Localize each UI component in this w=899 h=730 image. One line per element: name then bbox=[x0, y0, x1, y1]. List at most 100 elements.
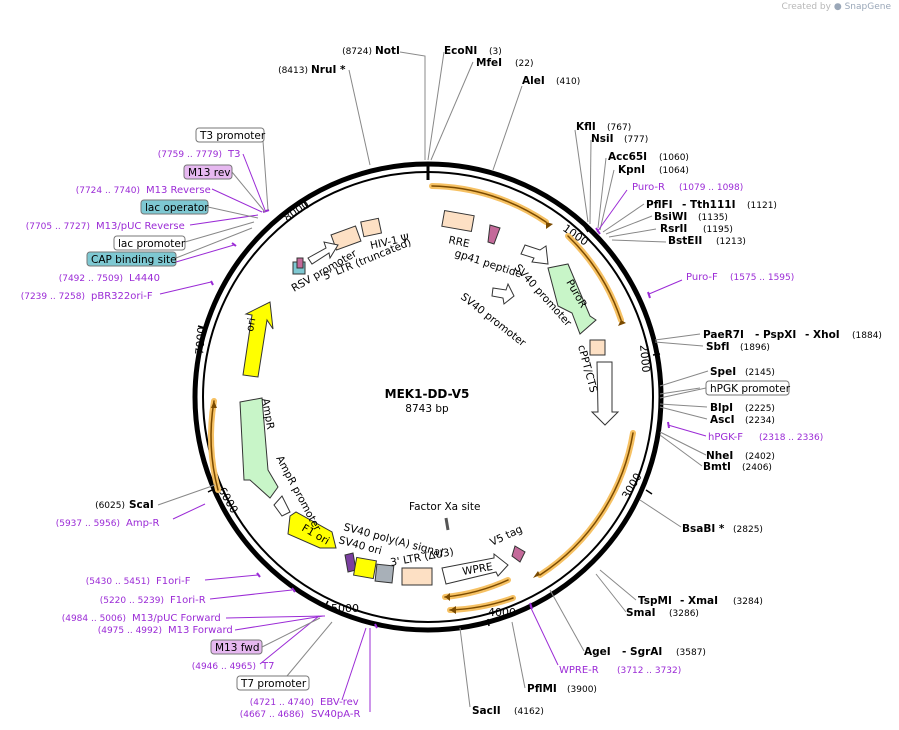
feature-label-wpre: WPRE bbox=[461, 561, 493, 578]
enzyme-pos-xmai: (3284) bbox=[733, 597, 763, 607]
enzyme-bmti: BmtI bbox=[703, 461, 731, 473]
enzyme-paer7i: PaeR7I bbox=[703, 329, 744, 341]
enzyme-pflmi: PflMI bbox=[527, 683, 557, 695]
primer-labels: Puro-R (1079 .. 1098) Puro-F (1575 .. 15… bbox=[21, 149, 824, 720]
enzyme-pos-pflmi: (3900) bbox=[567, 685, 597, 695]
primer-wpre-r: WPRE-R bbox=[559, 665, 599, 676]
enzyme-mfei: MfeI bbox=[476, 57, 502, 69]
enzyme-kpni: KpnI bbox=[618, 164, 645, 176]
enzyme-pos-alei: (410) bbox=[556, 77, 580, 87]
enzyme-pos-kpni: (1064) bbox=[659, 166, 689, 176]
enzyme-pos-econi: (3) bbox=[489, 47, 502, 57]
enzyme-spei: SpeI bbox=[710, 366, 736, 378]
primer-m13-puc-forward: M13/pUC Forward bbox=[132, 613, 221, 624]
enzyme-pos-scai: (6025) bbox=[95, 501, 125, 511]
feature-label-ampr: AmpR bbox=[259, 397, 276, 430]
primer-pbr322ori-f: pBR322ori-F bbox=[91, 291, 153, 302]
primer-amp-r: Amp-R bbox=[126, 518, 160, 529]
primer-pos-t7: (4946 .. 4965) bbox=[192, 662, 256, 672]
enzyme-blpi: BlpI bbox=[710, 402, 733, 414]
box-lac-operator: lac operator bbox=[145, 202, 209, 214]
box-lac-promoter: lac promoter bbox=[118, 238, 186, 250]
enzyme-pos-kfli: (767) bbox=[607, 123, 631, 133]
enzyme-pos-spei: (2145) bbox=[745, 368, 775, 378]
primer-pos-t3: (7759 .. 7779) bbox=[158, 150, 222, 160]
enzyme-pos-rsrii: (1195) bbox=[703, 225, 733, 235]
enzyme-nsii: NsiI bbox=[591, 133, 614, 145]
tick-label-4000: 4000 bbox=[488, 606, 516, 619]
enzyme-kfli: KflI bbox=[576, 121, 596, 133]
primer-marks bbox=[210, 209, 670, 629]
enzyme-pos-tth111i: (1121) bbox=[747, 201, 777, 211]
brand-name: SnapGene bbox=[844, 2, 891, 12]
primer-f1ori-r: F1ori-R bbox=[170, 595, 206, 606]
box-t3-promoter: T3 promoter bbox=[199, 130, 266, 142]
enzyme-bsteii: BstEII bbox=[668, 235, 702, 247]
enzyme-tth111i: - Tth111I bbox=[682, 199, 736, 211]
enzyme-sgrai: - SgrAI bbox=[622, 646, 662, 658]
enzyme-bsabi: BsaBI * bbox=[682, 523, 725, 535]
enzyme-econi: EcoNI bbox=[444, 45, 477, 57]
primer-f1ori-f: F1ori-F bbox=[156, 576, 191, 587]
primer-pos-wpre-r: (3712 .. 3732) bbox=[617, 666, 681, 676]
primer-t7: T7 bbox=[261, 661, 274, 672]
enzyme-pos-bmti: (2406) bbox=[742, 463, 772, 473]
plasmid-length: 8743 bp bbox=[405, 403, 449, 415]
enzyme-pos-blpi: (2225) bbox=[745, 404, 775, 414]
orf-arcs bbox=[208, 183, 636, 614]
primer-m13-forward: M13 Forward bbox=[168, 625, 233, 636]
feature-label-gp41: gp41 peptide bbox=[453, 247, 523, 280]
primer-leaders bbox=[159, 153, 707, 712]
enzyme-rsrii: RsrII bbox=[660, 223, 687, 235]
primer-pos-f1ori-f: (5430 .. 5451) bbox=[86, 577, 150, 587]
primer-pos-pbr322ori-f: (7239 .. 7258) bbox=[21, 292, 85, 302]
enzyme-acc65i: Acc65I bbox=[608, 151, 647, 163]
enzyme-nhei: NheI bbox=[706, 450, 733, 462]
enzyme-pos-sacii: (4162) bbox=[514, 707, 544, 717]
brand-prefix: Created by bbox=[781, 2, 831, 12]
enzyme-smai: SmaI bbox=[626, 607, 656, 619]
tick-marks bbox=[197, 201, 661, 627]
feature-label-ori: ori bbox=[244, 317, 258, 333]
feature-label-rre: RRE bbox=[447, 234, 470, 250]
tick-label-2000: 2000 bbox=[637, 344, 652, 373]
tick-label-5000: 5000 bbox=[331, 602, 359, 615]
primer-pos-m13-puc-forward: (4984 .. 5006) bbox=[62, 614, 126, 624]
enzyme-pos-bsiwi: (1135) bbox=[698, 213, 728, 223]
primer-m13-reverse: M13 Reverse bbox=[146, 185, 211, 196]
boxed-label-leaders bbox=[175, 140, 701, 683]
enzyme-pos-asci: (2234) bbox=[745, 416, 775, 426]
primer-pos-amp-r: (5937 .. 5956) bbox=[56, 519, 120, 529]
primer-pos-hpgk-f: (2318 .. 2336) bbox=[759, 433, 823, 443]
primer-pos-puro-f: (1575 .. 1595) bbox=[730, 273, 794, 283]
primer-t3: T3 bbox=[227, 149, 240, 160]
enzyme-pos-bsteii: (1213) bbox=[716, 237, 746, 247]
primer-m13-puc-reverse: M13/pUC Reverse bbox=[96, 221, 185, 232]
primer-pos-ebv-rev: (4721 .. 4740) bbox=[250, 698, 314, 708]
boxed-labels: T3 promoter M13 rev lac operator lac pro… bbox=[86, 127, 791, 691]
primer-puro-r: Puro-R bbox=[632, 182, 665, 193]
box-hpgk-promoter: hPGK promoter bbox=[710, 383, 791, 395]
enzyme-labels: (8724) NotI EcoNI (3) MfeI (22) (8413) N… bbox=[95, 45, 882, 717]
enzyme-leaders bbox=[157, 51, 709, 708]
primer-pos-m13-reverse: (7724 .. 7740) bbox=[76, 186, 140, 196]
enzyme-pos-nrui: (8413) bbox=[278, 66, 308, 76]
enzyme-alei: AleI bbox=[522, 75, 545, 87]
primer-pos-sv40pa-r: (4667 .. 4686) bbox=[240, 710, 304, 720]
primer-pos-f1ori-r: (5220 .. 5239) bbox=[100, 596, 164, 606]
enzyme-agei: AgeI bbox=[584, 646, 611, 658]
inner-features bbox=[239, 209, 620, 586]
tick-label-7000: 7000 bbox=[193, 326, 208, 355]
enzyme-tspmi: TspMI bbox=[638, 595, 672, 607]
feature-label-factor-xa: Factor Xa site bbox=[409, 501, 480, 513]
primer-sv40pa-r: SV40pA-R bbox=[311, 709, 360, 720]
enzyme-pos-mfei: (22) bbox=[515, 59, 533, 69]
enzyme-nrui: NruI * bbox=[311, 64, 346, 76]
enzyme-pspxi: - PspXI bbox=[755, 329, 796, 341]
primer-pos-m13-forward: (4975 .. 4992) bbox=[98, 626, 162, 636]
primer-puro-f: Puro-F bbox=[686, 272, 718, 283]
enzyme-pflfi: PflFI bbox=[646, 199, 673, 211]
box-m13-rev: M13 rev bbox=[188, 167, 231, 179]
enzyme-pos-acc65i: (1060) bbox=[659, 153, 689, 163]
